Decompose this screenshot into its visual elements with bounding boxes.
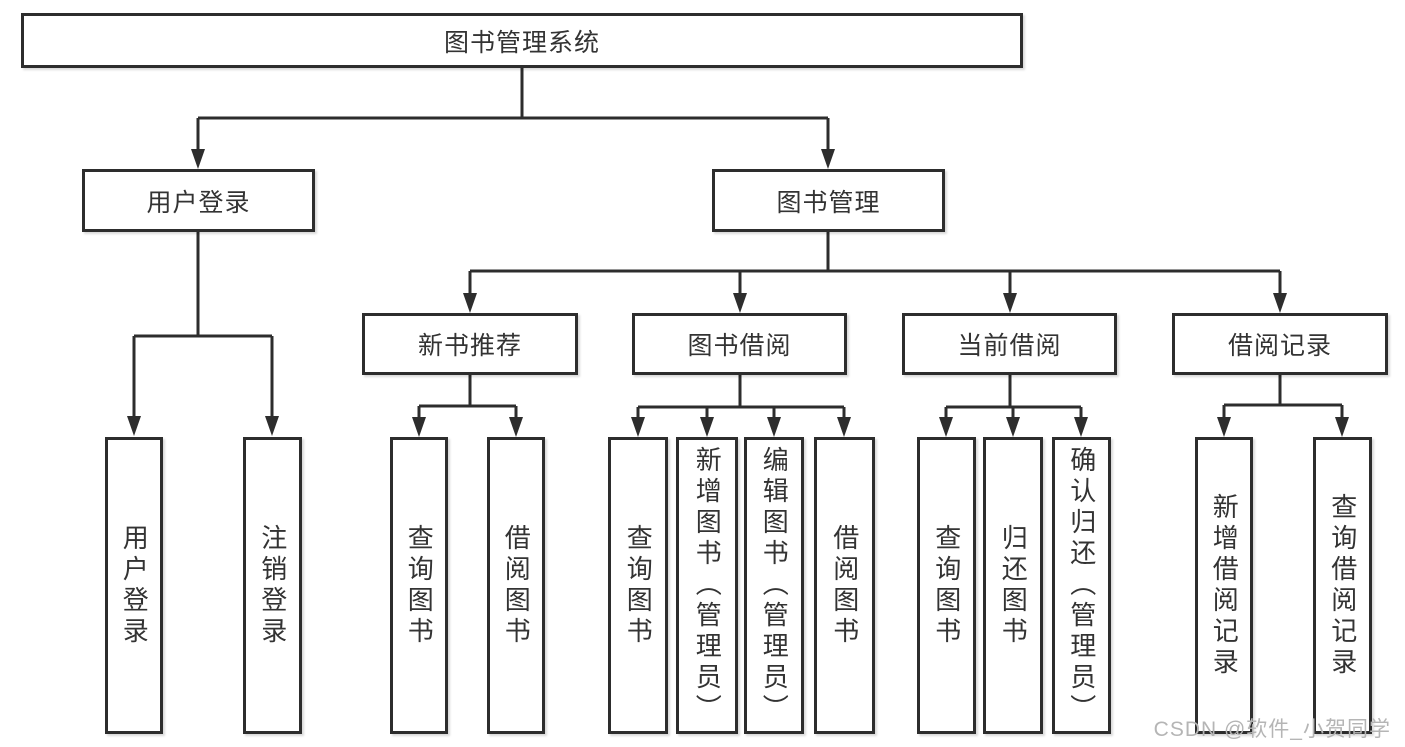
leaf-label: 借阅图书 xyxy=(501,523,532,648)
arrow-down-icon xyxy=(265,416,279,436)
leaf-confirm-return-admin: 确认归还（管理员） xyxy=(1052,437,1111,734)
node-label: 图书管理系统 xyxy=(443,28,600,57)
leaf-edit-book-admin: 编辑图书（管理员） xyxy=(744,437,804,734)
leaf-label: 查询图书 xyxy=(931,523,962,648)
node-current-borrowing: 当前借阅 xyxy=(902,313,1117,375)
arrow-down-icon xyxy=(1003,293,1017,313)
leaf-label: 注销登录 xyxy=(257,523,288,648)
node-borrow-records: 借阅记录 xyxy=(1172,313,1388,375)
leaf-add-book-admin: 新增图书（管理员） xyxy=(676,437,738,734)
arrow-down-icon xyxy=(1335,417,1349,437)
arrow-down-icon xyxy=(412,417,426,437)
arrow-down-icon xyxy=(700,417,714,437)
arrow-down-icon xyxy=(939,417,953,437)
arrow-down-icon xyxy=(733,293,747,313)
leaf-query-books-borrowing: 查询图书 xyxy=(608,437,668,734)
leaf-borrow-books-recommend: 借阅图书 xyxy=(487,437,545,734)
leaf-label: 确认归还（管理员） xyxy=(1066,446,1097,725)
arrow-down-icon xyxy=(821,149,835,169)
node-book-borrowing: 图书借阅 xyxy=(632,313,847,375)
node-new-book-recommend: 新书推荐 xyxy=(362,313,578,375)
arrowheads xyxy=(127,149,1349,437)
leaf-query-books-current: 查询图书 xyxy=(917,437,976,734)
arrow-down-icon xyxy=(631,417,645,437)
leaf-label: 查询图书 xyxy=(623,523,654,648)
leaf-logout: 注销登录 xyxy=(243,437,302,734)
node-label: 借阅记录 xyxy=(1227,332,1332,360)
arrow-down-icon xyxy=(1074,417,1088,437)
leaf-return-book: 归还图书 xyxy=(983,437,1043,734)
leaf-label: 归还图书 xyxy=(998,523,1029,648)
watermark: CSDN @软件_小贺同学 xyxy=(1153,718,1391,741)
arrow-down-icon xyxy=(1217,417,1231,437)
connector-paths xyxy=(132,68,1344,420)
node-label: 当前借阅 xyxy=(957,332,1062,360)
leaf-add-borrow-record: 新增借阅记录 xyxy=(1195,437,1253,734)
leaf-label: 编辑图书（管理员） xyxy=(759,446,790,725)
arrow-down-icon xyxy=(837,417,851,437)
node-label: 新书推荐 xyxy=(417,332,522,360)
node-label: 用户登录 xyxy=(146,188,251,217)
node-label: 图书借阅 xyxy=(687,332,792,360)
node-library-system: 图书管理系统 xyxy=(21,13,1023,68)
leaf-label: 借阅图书 xyxy=(829,523,860,648)
arrow-down-icon xyxy=(1273,293,1287,313)
leaf-label: 查询借阅记录 xyxy=(1327,492,1358,679)
node-label: 图书管理 xyxy=(776,188,881,217)
node-user-login: 用户登录 xyxy=(82,169,315,232)
arrow-down-icon xyxy=(127,416,141,436)
arrow-down-icon xyxy=(463,293,477,313)
leaf-label: 新增图书（管理员） xyxy=(692,446,723,725)
arrow-down-icon xyxy=(1006,417,1020,437)
node-book-management: 图书管理 xyxy=(712,169,945,232)
leaf-label: 用户登录 xyxy=(119,523,150,648)
arrow-down-icon xyxy=(191,149,205,169)
arrow-down-icon xyxy=(767,417,781,437)
leaf-label: 查询图书 xyxy=(404,523,435,648)
leaf-query-borrow-record: 查询借阅记录 xyxy=(1313,437,1372,734)
leaf-borrow-books-borrowing: 借阅图书 xyxy=(814,437,875,734)
arrow-down-icon xyxy=(509,417,523,437)
leaf-label: 新增借阅记录 xyxy=(1209,492,1240,679)
leaf-query-books-recommend: 查询图书 xyxy=(390,437,448,734)
leaf-user-login: 用户登录 xyxy=(105,437,163,734)
